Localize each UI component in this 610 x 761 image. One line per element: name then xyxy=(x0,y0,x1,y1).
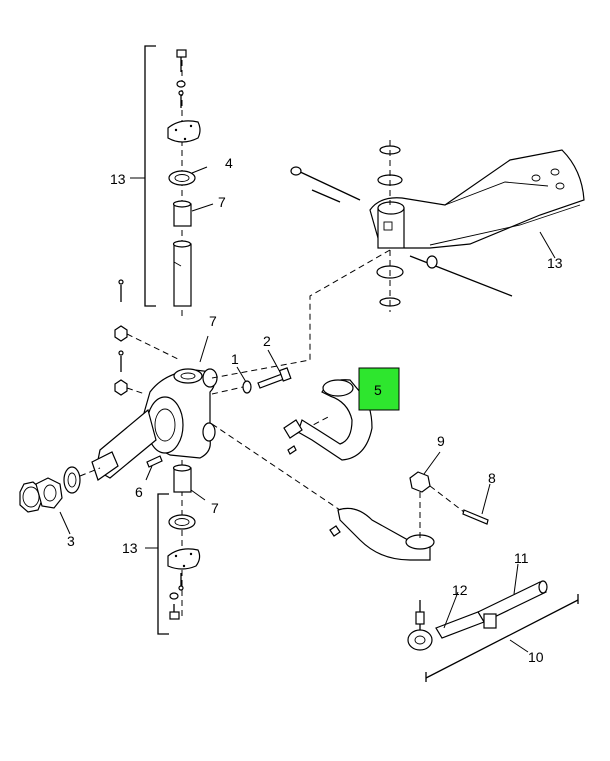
callout-6: 6 xyxy=(135,484,143,500)
upper-kit-parts xyxy=(167,49,201,320)
callout-1: 1 xyxy=(231,351,239,367)
spindle-key xyxy=(146,455,163,468)
callout-2: 2 xyxy=(263,333,271,349)
callout-5: 5 xyxy=(374,382,382,398)
lower-kit-parts xyxy=(167,460,201,620)
bracket-13-lower xyxy=(145,493,169,635)
callout-9: 9 xyxy=(437,433,445,449)
steering-knuckle xyxy=(91,368,218,481)
callout-3: 3 xyxy=(67,533,75,549)
callout-7-knuckle: 7 xyxy=(209,313,217,329)
spindle-nut-and-washer xyxy=(19,466,101,513)
callout-10: 10 xyxy=(528,649,544,665)
callout-13-lower: 13 xyxy=(122,540,138,556)
highlighted-callout-box xyxy=(358,367,400,411)
callout-labels: 13 4 7 7 2 1 5 6 7 3 13 13 9 8 11 12 10 xyxy=(67,155,563,665)
axle-beam xyxy=(290,140,585,312)
bolt-and-washer xyxy=(211,367,292,395)
tie-rod-assembly xyxy=(407,580,579,682)
bracket-13-upper xyxy=(130,45,156,307)
callout-13-axle: 13 xyxy=(547,255,563,271)
callout-11: 11 xyxy=(514,550,529,566)
callout-12: 12 xyxy=(452,582,468,598)
nut-and-cotter xyxy=(409,471,489,540)
callout-7-upper: 7 xyxy=(218,194,226,210)
steering-arm xyxy=(283,379,373,461)
callout-4: 4 xyxy=(225,155,233,171)
knuckle-fasteners xyxy=(114,279,181,396)
callout-13-upper: 13 xyxy=(110,171,126,187)
assembly-guide-lines xyxy=(211,249,391,511)
callout-7-lower: 7 xyxy=(211,500,219,516)
callout-8: 8 xyxy=(488,470,496,486)
lower-steering-arm xyxy=(329,507,435,561)
